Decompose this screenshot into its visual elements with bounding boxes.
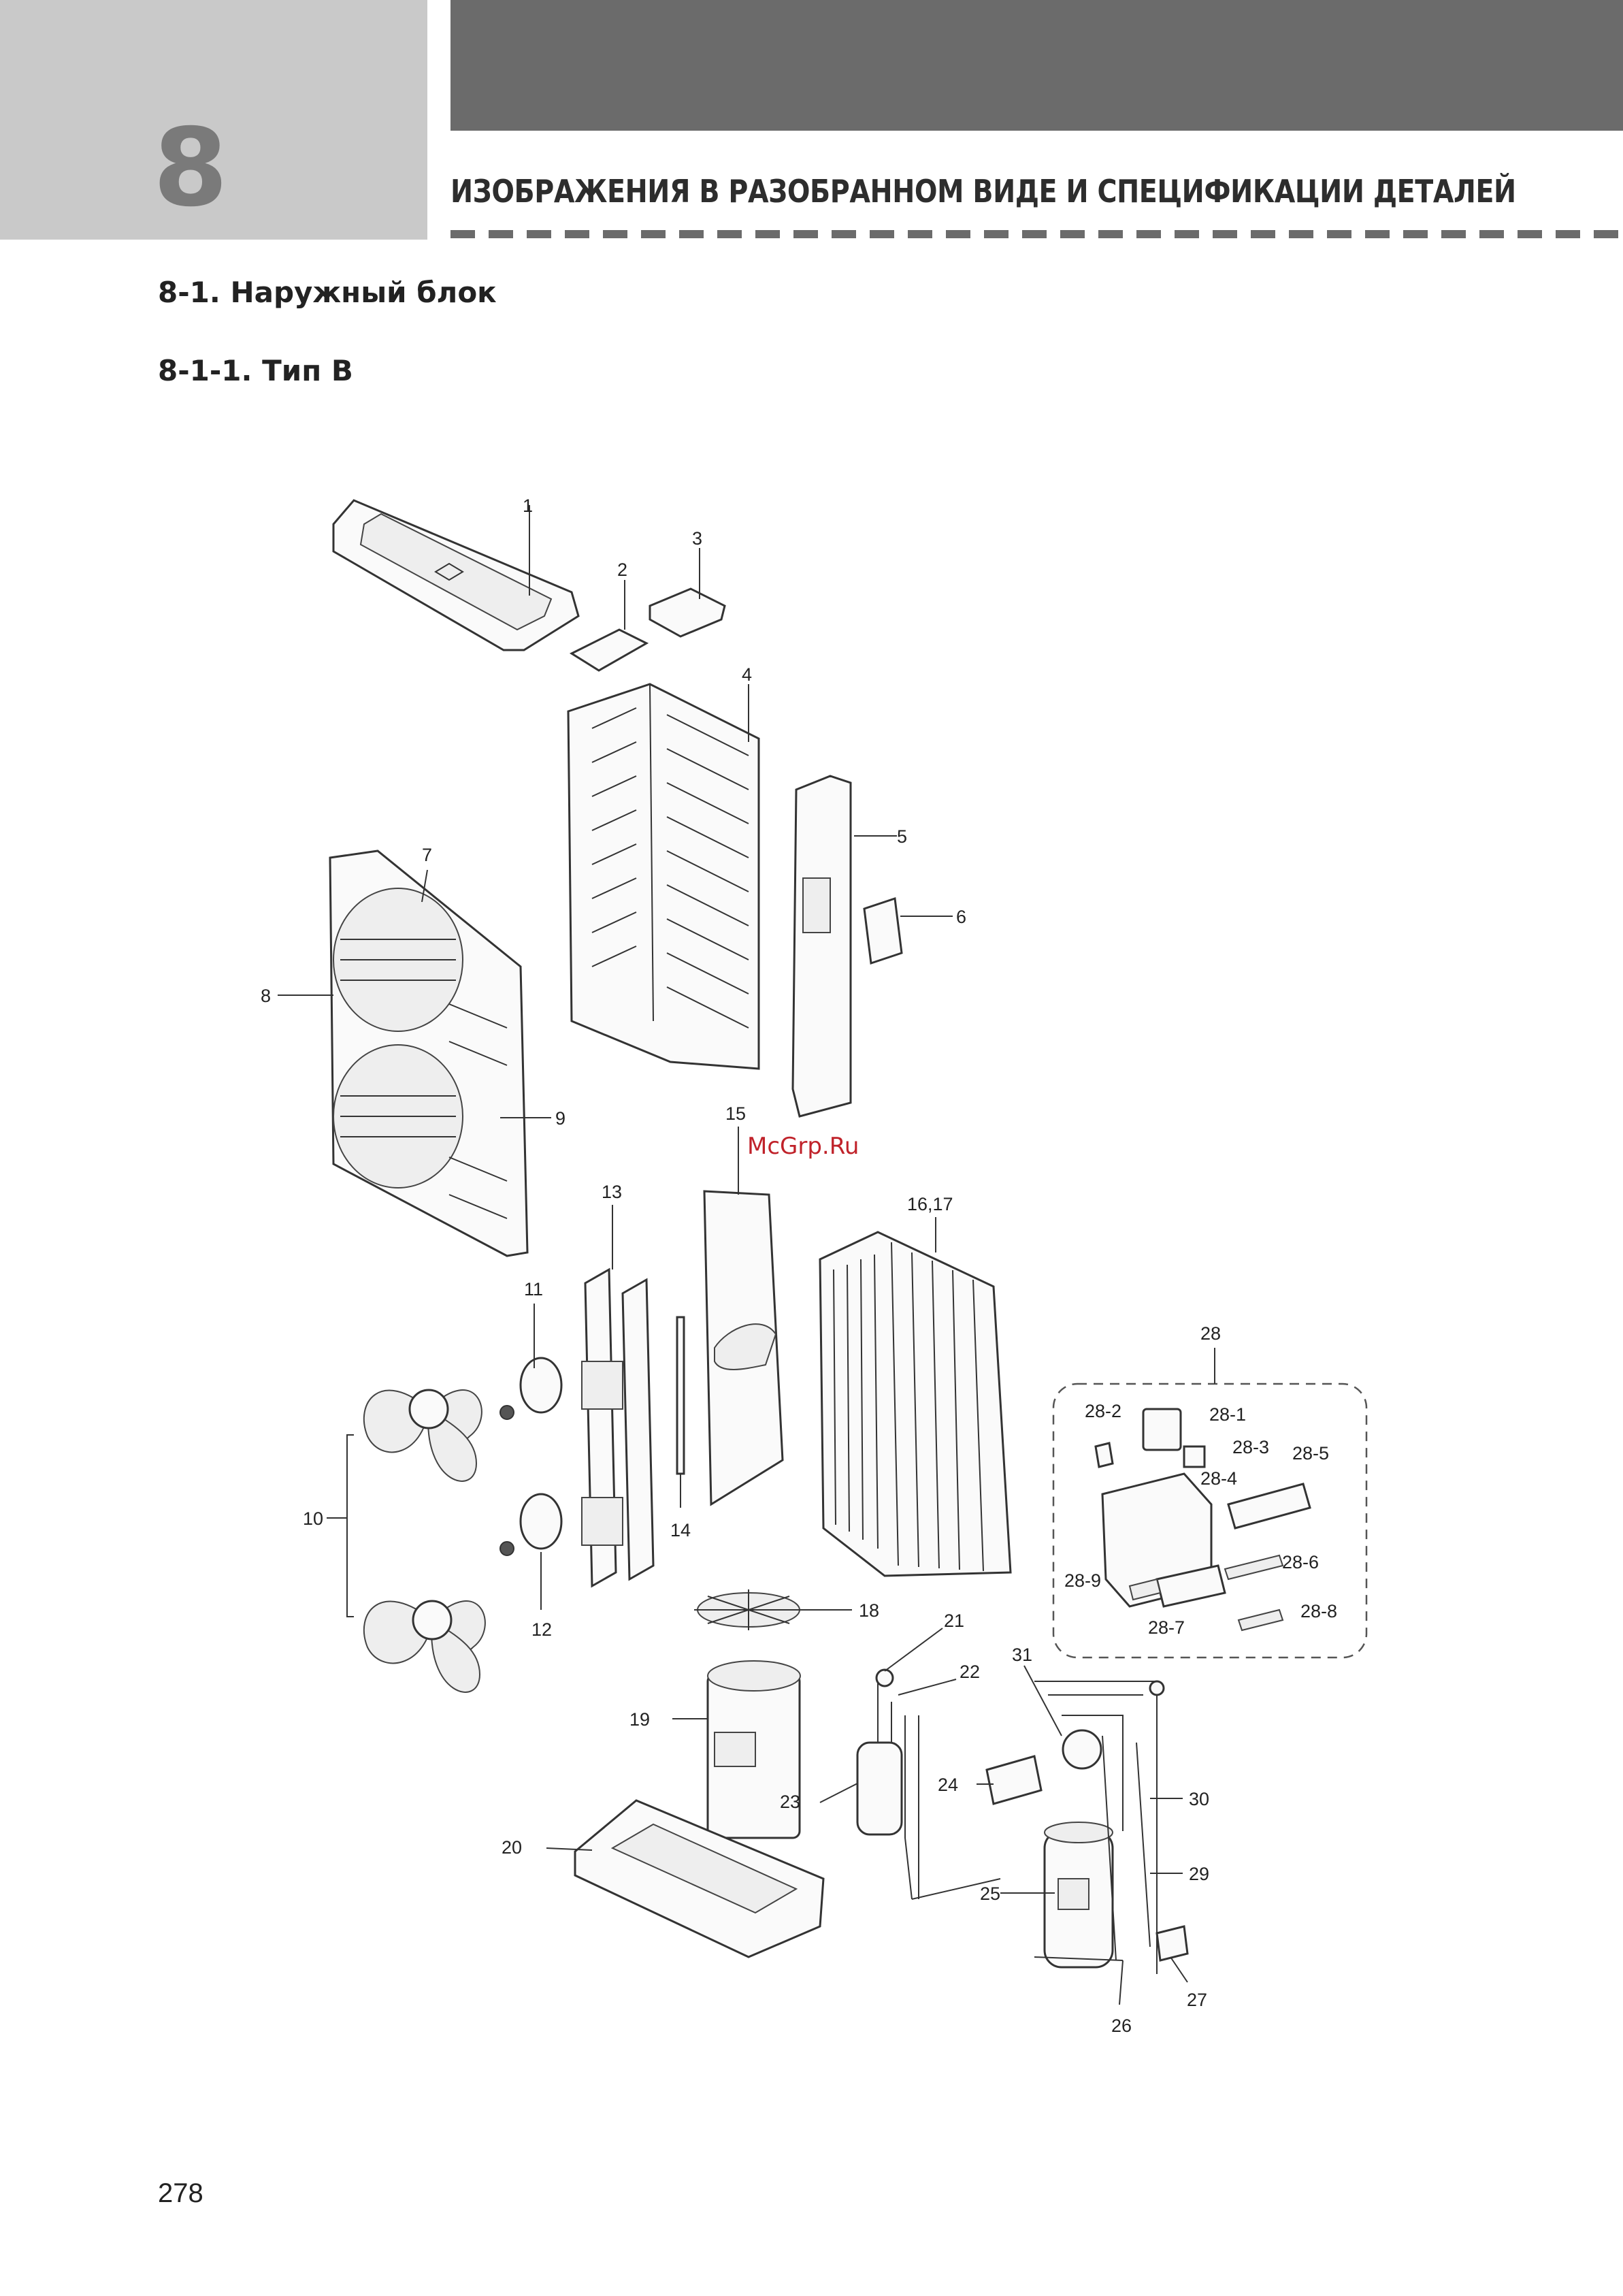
label-26: 26	[1111, 2016, 1132, 2036]
label-24: 24	[938, 1775, 958, 1795]
label-28-2: 28-2	[1085, 1401, 1121, 1421]
label-5: 5	[897, 826, 907, 847]
part-side-panel	[793, 776, 851, 1116]
label-11: 11	[524, 1279, 543, 1299]
part-rear-grille	[568, 684, 759, 1069]
label-23: 23	[780, 1792, 800, 1812]
part-top-cover	[333, 500, 578, 650]
label-8: 8	[261, 986, 271, 1006]
label-1: 1	[523, 496, 533, 516]
label-28-5: 28-5	[1292, 1443, 1329, 1464]
label-21: 21	[944, 1611, 964, 1631]
label-28-3: 28-3	[1232, 1437, 1269, 1457]
label-19: 19	[629, 1709, 650, 1730]
label-3: 3	[692, 528, 702, 549]
part-star-bracket	[694, 1589, 803, 1630]
label-10: 10	[303, 1508, 323, 1529]
page-number: 278	[158, 2178, 203, 2209]
part-front-panel	[330, 851, 527, 1256]
part-partition	[704, 1191, 783, 1504]
label-14: 14	[670, 1520, 691, 1540]
label-31: 31	[1012, 1645, 1032, 1665]
part-fans	[364, 1390, 485, 1692]
label-28: 28	[1200, 1323, 1221, 1344]
part-fan-motors	[500, 1358, 561, 1555]
part-compressor-assembly	[987, 1681, 1187, 1974]
label-28-8: 28-8	[1300, 1601, 1337, 1621]
label-28-9: 28-9	[1064, 1570, 1101, 1591]
label-7: 7	[422, 845, 432, 865]
label-28-4: 28-4	[1200, 1468, 1237, 1489]
label-30: 30	[1189, 1789, 1209, 1809]
watermark: McGrp.Ru	[747, 1133, 859, 1160]
label-28-7: 28-7	[1148, 1617, 1185, 1638]
label-16-17: 16,17	[907, 1194, 953, 1214]
label-28-1: 28-1	[1209, 1404, 1246, 1425]
label-28-6: 28-6	[1282, 1552, 1319, 1572]
part-service-cover	[864, 899, 902, 963]
label-12: 12	[531, 1619, 552, 1640]
label-4: 4	[742, 664, 752, 685]
label-2: 2	[617, 560, 627, 580]
part-motor-bracket	[582, 1270, 653, 1586]
part-labels: 1 2 3 4 5 6 7 8 9 10 11 12 13 14 15 16,1…	[261, 496, 1337, 2036]
label-18: 18	[859, 1600, 879, 1621]
label-25: 25	[980, 1883, 1000, 1904]
part-rod	[677, 1317, 684, 1474]
label-22: 22	[960, 1662, 980, 1682]
label-9: 9	[555, 1108, 565, 1129]
label-29: 29	[1189, 1864, 1209, 1884]
part-brackets	[572, 589, 725, 670]
label-15: 15	[725, 1103, 746, 1124]
label-6: 6	[956, 907, 966, 927]
part-condenser	[820, 1232, 1011, 1576]
label-13: 13	[602, 1182, 622, 1202]
label-27: 27	[1187, 1990, 1207, 2010]
label-20: 20	[502, 1837, 522, 1858]
